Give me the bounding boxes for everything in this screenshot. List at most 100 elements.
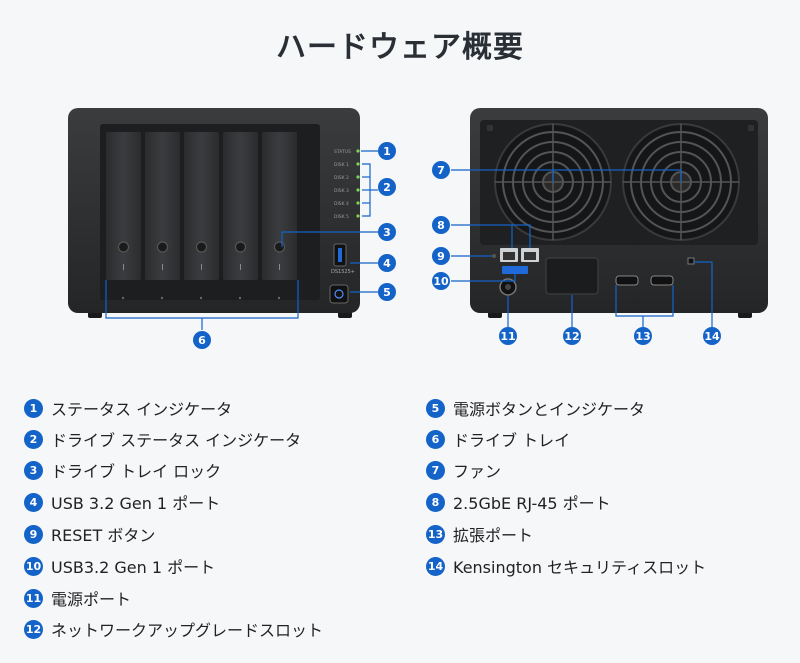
indicator-leds bbox=[356, 149, 360, 218]
reset-button bbox=[492, 254, 496, 258]
callout-3: 3 bbox=[378, 223, 396, 241]
indicator-label-status: STATUS bbox=[334, 149, 351, 155]
indicator-label-disk1: DISK 1 bbox=[334, 162, 349, 168]
status-led bbox=[356, 149, 360, 153]
disk2-led bbox=[356, 175, 360, 179]
callout-7: 7 bbox=[432, 161, 450, 179]
legend-number: 5 bbox=[426, 398, 445, 418]
legend-item-5: 5 電源ボタンとインジケータ bbox=[426, 396, 645, 420]
callout-badges: 1 2 3 4 5 6 7 8 9 10 11 12 13 14 bbox=[193, 142, 721, 349]
tray-dots bbox=[121, 296, 281, 300]
legend-number: 9 bbox=[24, 524, 43, 544]
indicator-panel: STATUS DISK 1 DISK 2 DISK 3 DISK 4 DISK … bbox=[334, 149, 351, 220]
callout-8: 8 bbox=[432, 216, 450, 234]
legend-number: 6 bbox=[426, 429, 445, 449]
legend-label: ドライブ トレイ bbox=[453, 431, 571, 450]
callout-2: 2 bbox=[378, 178, 396, 196]
svg-text:5: 5 bbox=[383, 286, 391, 299]
legend-number: 14 bbox=[426, 556, 445, 576]
legend-item-9: 9 RESET ボタン bbox=[24, 522, 155, 546]
front-device: STATUS DISK 1 DISK 2 DISK 3 DISK 4 DISK … bbox=[68, 108, 360, 318]
callout-5: 5 bbox=[378, 283, 396, 301]
disk5-led bbox=[356, 214, 360, 218]
power-button bbox=[329, 284, 349, 304]
callout-lines bbox=[105, 150, 713, 330]
legend-label: 拡張ポート bbox=[453, 526, 534, 545]
legend-item-8: 8 2.5GbE RJ-45 ポート bbox=[426, 490, 611, 514]
legend-item-4: 4 USB 3.2 Gen 1 ポート bbox=[24, 490, 220, 514]
legend-number: 12 bbox=[24, 619, 43, 639]
legend-label: USB 3.2 Gen 1 ポート bbox=[51, 494, 221, 513]
legend-label: USB3.2 Gen 1 ポート bbox=[51, 558, 216, 577]
svg-text:6: 6 bbox=[198, 334, 206, 347]
legend-label: 電源ボタンとインジケータ bbox=[453, 400, 646, 419]
callout-14: 14 bbox=[703, 327, 721, 345]
drive-tray-1 bbox=[106, 132, 141, 280]
page-title: ハードウェア概要 bbox=[276, 30, 524, 65]
legend-label: ネットワークアップグレードスロット bbox=[51, 621, 324, 640]
indicator-label-disk5: DISK 5 bbox=[334, 214, 349, 220]
indicator-label-disk4: DISK 4 bbox=[334, 201, 349, 207]
legend-item-10: 10 USB3.2 Gen 1 ポート bbox=[24, 554, 215, 578]
legend-number: 7 bbox=[426, 460, 445, 480]
legend-number: 2 bbox=[24, 429, 43, 449]
kensington-slot bbox=[687, 257, 695, 265]
svg-text:12: 12 bbox=[564, 330, 579, 343]
hardware-diagram: STATUS DISK 1 DISK 2 DISK 3 DISK 4 DISK … bbox=[68, 108, 768, 349]
rear-device bbox=[470, 108, 768, 318]
svg-text:8: 8 bbox=[437, 219, 445, 232]
screw bbox=[487, 125, 493, 131]
legend-label: ステータス インジケータ bbox=[51, 400, 233, 419]
svg-text:1: 1 bbox=[383, 145, 391, 158]
legend-number: 1 bbox=[24, 398, 43, 418]
tray-lock-icon bbox=[273, 241, 286, 253]
legend-label: ファン bbox=[453, 462, 502, 481]
svg-text:14: 14 bbox=[704, 330, 720, 343]
callout-4: 4 bbox=[378, 254, 396, 272]
drive-trays bbox=[106, 132, 297, 280]
indicator-label-disk2: DISK 2 bbox=[334, 175, 349, 181]
legend-item-13: 13 拡張ポート bbox=[426, 522, 533, 546]
callout-6: 6 bbox=[193, 331, 211, 349]
legend-label: 電源ポート bbox=[51, 590, 132, 609]
legend-item-6: 6 ドライブ トレイ bbox=[426, 427, 570, 451]
legend-label: Kensington セキュリティスロット bbox=[453, 558, 707, 577]
expansion-port-2 bbox=[650, 275, 674, 286]
legend-item-11: 11 電源ポート bbox=[24, 586, 131, 610]
legend-number: 4 bbox=[24, 492, 43, 512]
svg-text:4: 4 bbox=[383, 257, 391, 270]
legend-label: RESET ボタン bbox=[51, 526, 156, 545]
drive-tray-3 bbox=[184, 132, 219, 280]
callout-13: 13 bbox=[634, 327, 652, 345]
svg-text:2: 2 bbox=[383, 181, 391, 194]
tray-lock-icon bbox=[156, 241, 169, 253]
disk1-led bbox=[356, 162, 360, 166]
legend-number: 13 bbox=[426, 524, 445, 544]
callout-9: 9 bbox=[432, 247, 450, 265]
legend-number: 10 bbox=[24, 556, 43, 576]
tray-lock-icon bbox=[117, 241, 130, 253]
legend-label: ドライブ トレイ ロック bbox=[51, 462, 222, 481]
legend-item-7: 7 ファン bbox=[426, 458, 501, 482]
svg-text:11: 11 bbox=[500, 330, 515, 343]
legend-item-12: 12 ネットワークアップグレードスロット bbox=[24, 617, 323, 641]
drive-tray-2 bbox=[145, 132, 180, 280]
expansion-port-1 bbox=[615, 275, 639, 286]
legend-number: 8 bbox=[426, 492, 445, 512]
model-label: DS1525+ bbox=[331, 269, 355, 275]
svg-text:9: 9 bbox=[437, 250, 445, 263]
rear-usb-port bbox=[502, 266, 528, 274]
disk3-led bbox=[356, 188, 360, 192]
screw bbox=[748, 125, 754, 131]
drive-tray-4 bbox=[223, 132, 258, 280]
callout-10: 10 bbox=[432, 272, 450, 290]
tray-lock-icon bbox=[234, 241, 247, 253]
network-upgrade-slot bbox=[545, 257, 599, 295]
legend-item-1: 1 ステータス インジケータ bbox=[24, 396, 232, 420]
callout-12: 12 bbox=[563, 327, 581, 345]
legend-number: 11 bbox=[24, 588, 43, 608]
svg-text:3: 3 bbox=[383, 226, 391, 239]
legend-label: 2.5GbE RJ-45 ポート bbox=[453, 494, 611, 513]
